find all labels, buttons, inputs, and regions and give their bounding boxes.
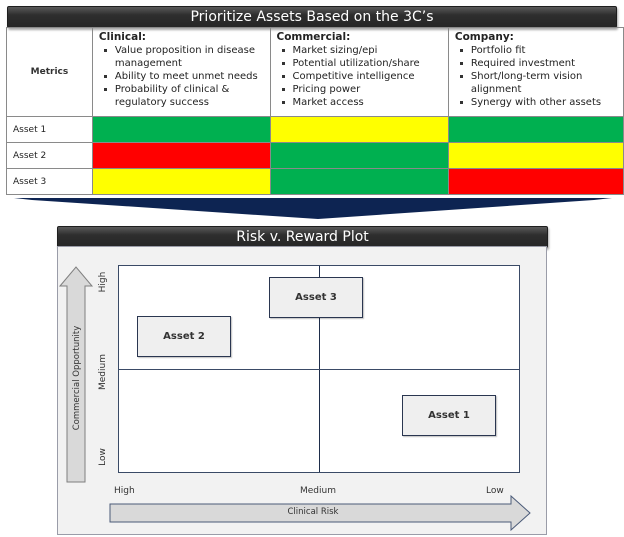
up-arrow-icon [58,266,94,483]
x-tick-low: Low [486,486,504,496]
metrics-header: Metrics [6,27,93,117]
bullet: Portfolio fit [459,44,619,57]
table-row: Asset 2 [6,142,624,169]
rating-cell [269,168,449,195]
bullet: Ability to meet unmet needs [103,70,266,83]
bullet: Required investment [459,57,619,70]
column-title: Company: [454,31,514,43]
horizontal-divider [119,369,519,370]
x-axis-arrow [109,495,531,532]
prioritize-title: Prioritize Assets Based on the 3C’s [190,9,434,25]
x-tick-medium: Medium [300,486,336,496]
connector-chevron [14,198,612,219]
bullet: Potential utilization/share [281,57,444,70]
column-header-company: Company: Portfolio fit Required investme… [447,27,624,117]
prioritize-title-bar: Prioritize Assets Based on the 3C’s [7,6,617,28]
y-axis-arrow [58,266,94,483]
column-title: Commercial: [276,31,351,43]
row-label: Asset 1 [6,116,93,143]
asset-2-box: Asset 2 [137,316,231,357]
bullet: Market access [281,96,444,109]
chevron-shape [14,198,612,219]
bullet: Short/long-term vision alignment [459,70,619,96]
table-row: Asset 1 [6,116,624,143]
bullet: Competitive intelligence [281,70,444,83]
bullet: Pricing power [281,83,444,96]
bullet: Value proposition in disease management [103,44,266,70]
y-axis-label: Commercial Opportunity [72,325,82,431]
rating-cell [447,168,624,195]
x-tick-high: High [114,486,135,496]
x-axis-label: Clinical Risk [287,507,339,517]
asset-1-box: Asset 1 [402,395,496,436]
plot-title: Risk v. Reward Plot [236,229,369,245]
column-header-clinical: Clinical: Value proposition in disease m… [91,27,271,117]
rating-cell [447,142,624,169]
column-title: Clinical: [98,31,147,43]
y-tick-medium: Medium [98,354,108,390]
rating-cell [91,116,271,143]
bullet: Market sizing/epi [281,44,444,57]
column-header-commercial: Commercial: Market sizing/epi Potential … [269,27,449,117]
y-tick-low: Low [98,448,108,466]
rating-cell [269,142,449,169]
table-header-row: Metrics Clinical: Value proposition in d… [6,27,624,117]
table-row: Asset 3 [6,168,624,195]
rating-cell [269,116,449,143]
rating-cell [91,142,271,169]
assets-3c-table: Metrics Clinical: Value proposition in d… [6,27,624,195]
right-arrow-icon [109,495,531,532]
bullet: Synergy with other assets [459,96,619,109]
row-label: Asset 2 [6,142,93,169]
rating-cell [447,116,624,143]
y-tick-high: High [98,271,108,293]
asset-3-box: Asset 3 [269,277,363,318]
rating-cell [91,168,271,195]
plot-title-bar: Risk v. Reward Plot [57,226,548,248]
row-label: Asset 3 [6,168,93,195]
bullet: Probability of clinical & regulatory suc… [103,83,266,109]
